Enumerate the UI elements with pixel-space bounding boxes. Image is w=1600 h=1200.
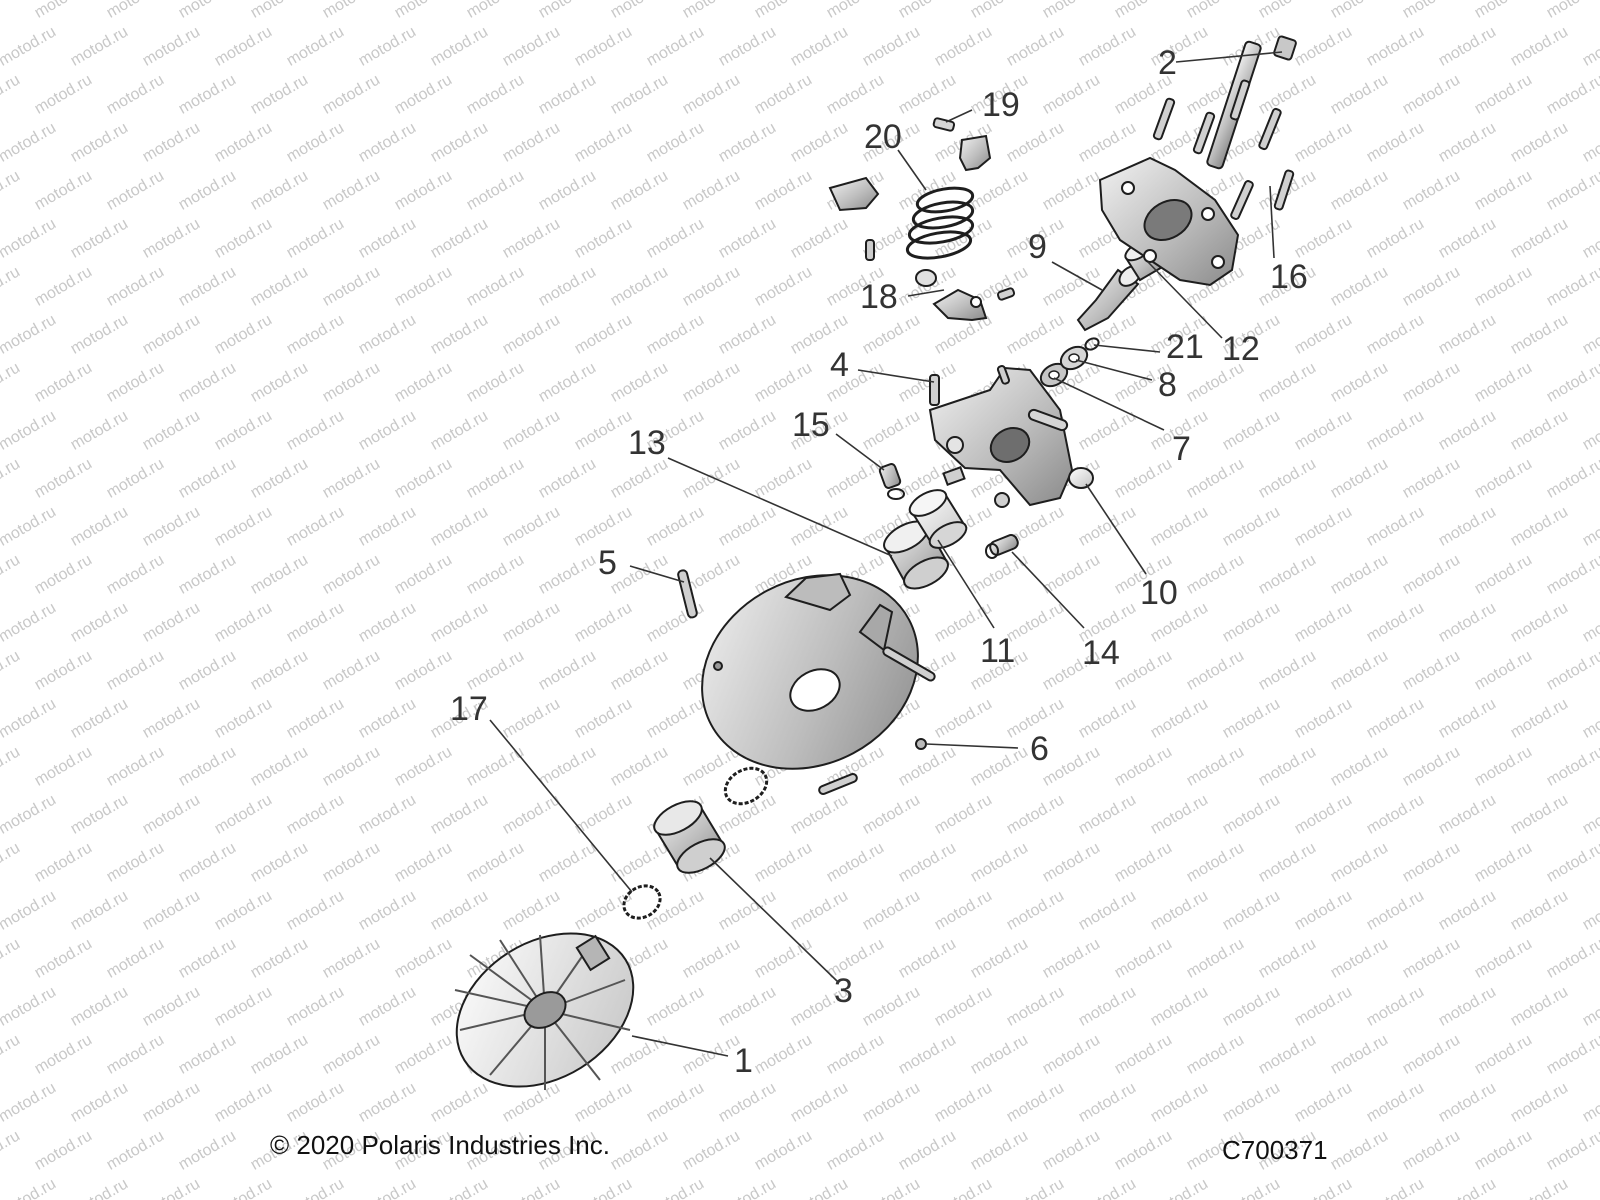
part-3-bushing xyxy=(653,800,726,874)
leader-lines xyxy=(489,51,1283,1057)
part-20-spring xyxy=(905,186,975,260)
callout-13: 13 xyxy=(628,424,666,462)
weight-upper xyxy=(828,176,880,212)
part-16-bolts xyxy=(1152,79,1295,220)
callout-4: 4 xyxy=(830,346,849,384)
part-14-roller xyxy=(985,534,1019,559)
callout-11: 11 xyxy=(980,632,1015,670)
snap-ring-upper xyxy=(723,766,769,806)
drawing-code: C700371 xyxy=(1222,1135,1328,1165)
callout-6: 6 xyxy=(1030,730,1049,768)
cover-plate xyxy=(1098,156,1240,287)
part-18-weight xyxy=(865,239,1016,322)
callout-9: 9 xyxy=(1028,228,1047,266)
spider-assembly xyxy=(928,366,1074,508)
callout-10: 10 xyxy=(1140,574,1178,612)
part-5-pin xyxy=(677,569,698,619)
part-10-button xyxy=(1068,467,1094,489)
callout-15: 15 xyxy=(792,406,830,444)
part-1-fixed-sheave xyxy=(454,932,635,1090)
callout-12: 12 xyxy=(1222,330,1260,368)
callout-14: 14 xyxy=(1082,634,1120,672)
callout-16: 16 xyxy=(1270,258,1308,296)
part-21-oring xyxy=(1084,337,1100,351)
part-11-ring xyxy=(908,489,968,549)
callout-18: 18 xyxy=(860,278,898,316)
moveable-sheave xyxy=(701,572,936,770)
copyright-text: © 2020 Polaris Industries Inc. xyxy=(270,1130,610,1160)
callout-2: 2 xyxy=(1158,44,1177,82)
callout-21: 21 xyxy=(1166,328,1204,366)
pin-lower xyxy=(818,773,858,795)
small-pin-spider xyxy=(996,365,1010,385)
part-19-pin xyxy=(932,117,992,172)
callout-20: 20 xyxy=(864,118,902,156)
callout-19: 19 xyxy=(982,86,1020,124)
callout-7: 7 xyxy=(1172,430,1191,468)
callout-3: 3 xyxy=(834,972,853,1010)
part-4-bolt xyxy=(915,269,940,406)
callout-17: 17 xyxy=(450,690,488,728)
callout-8: 8 xyxy=(1158,366,1177,404)
callout-5: 5 xyxy=(598,544,617,582)
callout-numbers: 1 2 3 4 5 6 7 8 9 10 11 12 13 14 15 16 1… xyxy=(450,44,1308,1080)
part-6-nut xyxy=(915,738,927,750)
callout-1: 1 xyxy=(734,1042,753,1080)
part-15-roller xyxy=(878,463,905,500)
part-17-snap-ring xyxy=(622,884,662,920)
part-2-long-bolt xyxy=(1206,35,1297,170)
